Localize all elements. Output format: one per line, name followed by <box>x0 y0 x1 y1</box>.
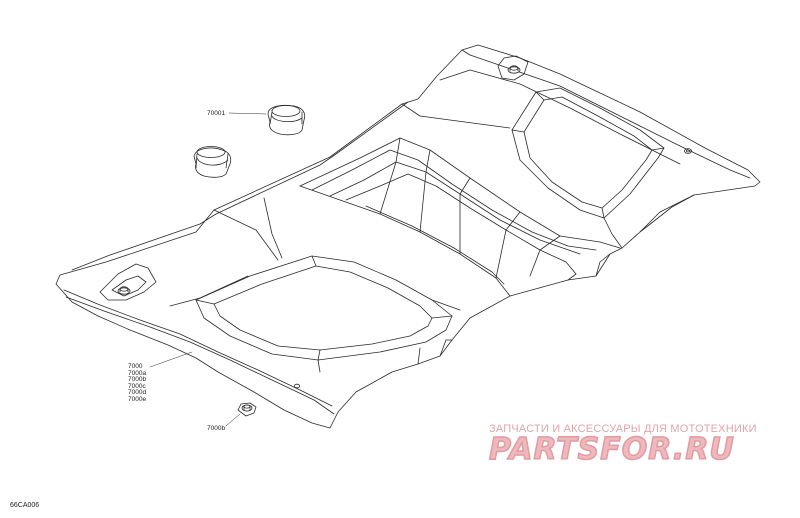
center-seam <box>365 205 505 285</box>
watermark-tagline: ЗАПЧАСТИ И АКСЕССУАРЫ ДЛЯ МОТОТЕХНИКИ <box>489 423 757 435</box>
callout-fastener: 7000b <box>207 425 226 432</box>
front-mount-hole <box>293 383 300 389</box>
callout-main-part: 7000e <box>128 395 147 403</box>
center-hump-cross-4 <box>495 211 521 279</box>
left-corner-fastener <box>117 286 131 295</box>
leader-clamps <box>228 112 267 115</box>
seam-left-2 <box>263 197 283 259</box>
loose-fastener-part <box>237 402 257 417</box>
rear-mount-boss <box>497 55 529 81</box>
front-recess-bevel <box>195 255 453 361</box>
rear-edge <box>461 49 751 179</box>
seam-left-1 <box>213 209 279 261</box>
rear-inner-edge <box>439 69 681 165</box>
center-hump-ridge-1 <box>311 149 597 251</box>
seam-rear-right <box>603 217 623 249</box>
front-edge-line <box>65 296 335 415</box>
rear-recess-inner <box>523 96 653 209</box>
seam-right-edge <box>639 194 695 233</box>
callout-main-part: 7000d <box>128 389 147 397</box>
center-hump-cross-3 <box>459 177 471 255</box>
callout-main-part: 7000a <box>128 369 147 377</box>
callout-main-part: 7000 <box>128 363 143 370</box>
callout-clamps: 70001 <box>207 110 226 117</box>
roof-panel-outline <box>55 44 761 429</box>
front-recess-step <box>169 275 461 373</box>
center-hump-cross-1 <box>379 137 401 215</box>
callout-main-panel-group: 7000 7000a 7000b 7000c 7000d 7000e <box>128 363 147 404</box>
rear-recess-outer <box>511 87 665 219</box>
seam-front-right <box>417 339 453 365</box>
rear-recess-bevel <box>511 91 665 219</box>
illustration-code: 66CA006 <box>10 502 40 509</box>
callout-main-part: 7000c <box>128 382 146 390</box>
front-recess-inner <box>213 265 433 351</box>
center-hump-cross-5 <box>529 235 561 277</box>
clamp-lower <box>193 146 232 178</box>
front-recess-outer <box>195 255 453 361</box>
left-mount-boss-inner <box>111 275 147 297</box>
center-hump-cross-2 <box>419 149 431 233</box>
front-flange <box>63 289 333 407</box>
seam-mid <box>401 103 511 129</box>
left-mount-boss <box>99 263 157 301</box>
center-hump-ridge-2 <box>329 161 581 255</box>
clamp-upper <box>267 104 306 136</box>
callout-main-part: 7000b <box>128 376 147 384</box>
right-mount-hole <box>684 148 693 154</box>
rear-boss-fastener <box>507 65 521 74</box>
watermark-logo: PARTSFOR.RU <box>488 431 735 468</box>
center-hump-ridge-3 <box>345 173 577 275</box>
left-side-wall <box>71 101 409 271</box>
seam-step-right <box>567 253 611 281</box>
center-hump-front <box>299 185 511 297</box>
leader-fastener <box>225 413 241 427</box>
leader-main-panel <box>149 351 193 368</box>
